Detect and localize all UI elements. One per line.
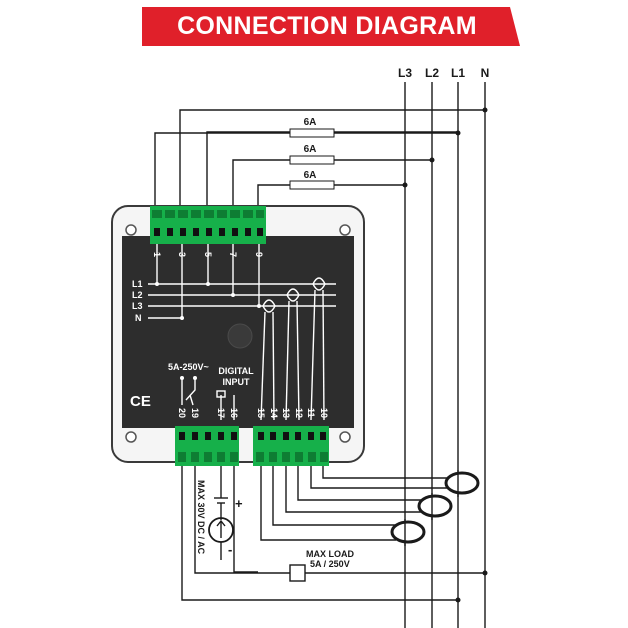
terminal-1-label: 1 (152, 252, 162, 257)
meter-device: 1 3 5 7 9 L1 L2 L3 N 5A-250V~ DIGITAL IN… (111, 205, 365, 466)
mount-hole (125, 224, 137, 236)
mount-hole (125, 431, 137, 443)
diagram-title: CONNECTION DIAGRAM (177, 12, 477, 40)
line-label-n: N (481, 66, 490, 80)
header-banner-shape (142, 7, 520, 46)
line-label-l1: L1 (451, 66, 465, 80)
terminal-17-label: 17 (216, 408, 226, 418)
terminal-20-label: 20 (177, 408, 187, 418)
fuse-3 (289, 180, 335, 190)
load-label-line2: 5A / 250V (310, 559, 350, 569)
wire-ct3-b (260, 442, 396, 541)
wire-relay-20 (181, 442, 458, 601)
terminal-7-label: 7 (228, 252, 238, 257)
fuse-1 (289, 128, 335, 138)
line-label-l2: L2 (425, 66, 439, 80)
rail-label-l2: L2 (132, 290, 143, 300)
rail-label-n: N (135, 313, 142, 323)
line-label-l3: L3 (398, 66, 412, 80)
rail-label-l1: L1 (132, 279, 143, 289)
current-transformer-l1 (444, 471, 480, 495)
terminal-12-label: 12 (294, 408, 304, 418)
header-banner (142, 7, 520, 46)
wire-relay-19 (194, 442, 290, 574)
device-center-disc (227, 323, 253, 349)
current-transformer-l3 (390, 520, 426, 544)
load-label-line1: MAX LOAD (306, 549, 354, 559)
dc-supply (208, 470, 235, 560)
terminal-13-label: 13 (281, 408, 291, 418)
wire-l1-to-terminal-3 (154, 132, 458, 218)
wire-n-to-terminal-1 (179, 109, 485, 218)
junction-dot (482, 570, 488, 576)
relay-rating-label: 5A-250V~ (168, 362, 209, 372)
terminal-9-label: 9 (254, 252, 264, 257)
bottom-right-terminal-block (253, 426, 329, 466)
load-symbol (289, 564, 306, 582)
fuse-1-label: 6A (304, 117, 317, 128)
supply-minus-sign: - (228, 542, 232, 557)
terminal-11-label: 11 (306, 408, 316, 418)
wire-ct3-a (272, 442, 396, 526)
terminal-14-label: 14 (269, 408, 279, 418)
wire-l1-fuse-to-terminal-5 (206, 131, 458, 218)
digital-input-label-line2: INPUT (223, 377, 251, 387)
wire-l2-to-terminal-7 (232, 159, 432, 218)
terminal-5-label: 5 (203, 252, 213, 257)
rail-label-l3: L3 (132, 301, 143, 311)
fuse-3-label: 6A (304, 170, 317, 181)
terminal-16-label: 16 (229, 408, 239, 418)
junction-dot (455, 130, 461, 136)
terminal-10-label: 10 (319, 408, 329, 418)
wire-supply-bottom (233, 560, 258, 573)
supply-plus-sign: + (235, 496, 243, 511)
fuse-2 (289, 155, 335, 165)
supply-max-label: MAX 30V DC / AC (196, 480, 206, 555)
current-transformer-l2 (417, 494, 453, 518)
terminal-3-label: 3 (177, 252, 187, 257)
junction-dot (482, 107, 488, 113)
fuses: 6A 6A 6A (289, 117, 335, 190)
junction-dot (402, 182, 408, 188)
terminal-19-label: 19 (190, 408, 200, 418)
junction-dot (455, 597, 461, 603)
mount-hole (339, 431, 351, 443)
digital-input-label-line1: DIGITAL (218, 366, 254, 376)
terminal-15-label: 15 (256, 408, 266, 418)
mount-hole (339, 224, 351, 236)
fuse-2-label: 6A (304, 144, 317, 155)
ce-mark: CE (130, 393, 151, 410)
junction-dot (429, 157, 435, 163)
